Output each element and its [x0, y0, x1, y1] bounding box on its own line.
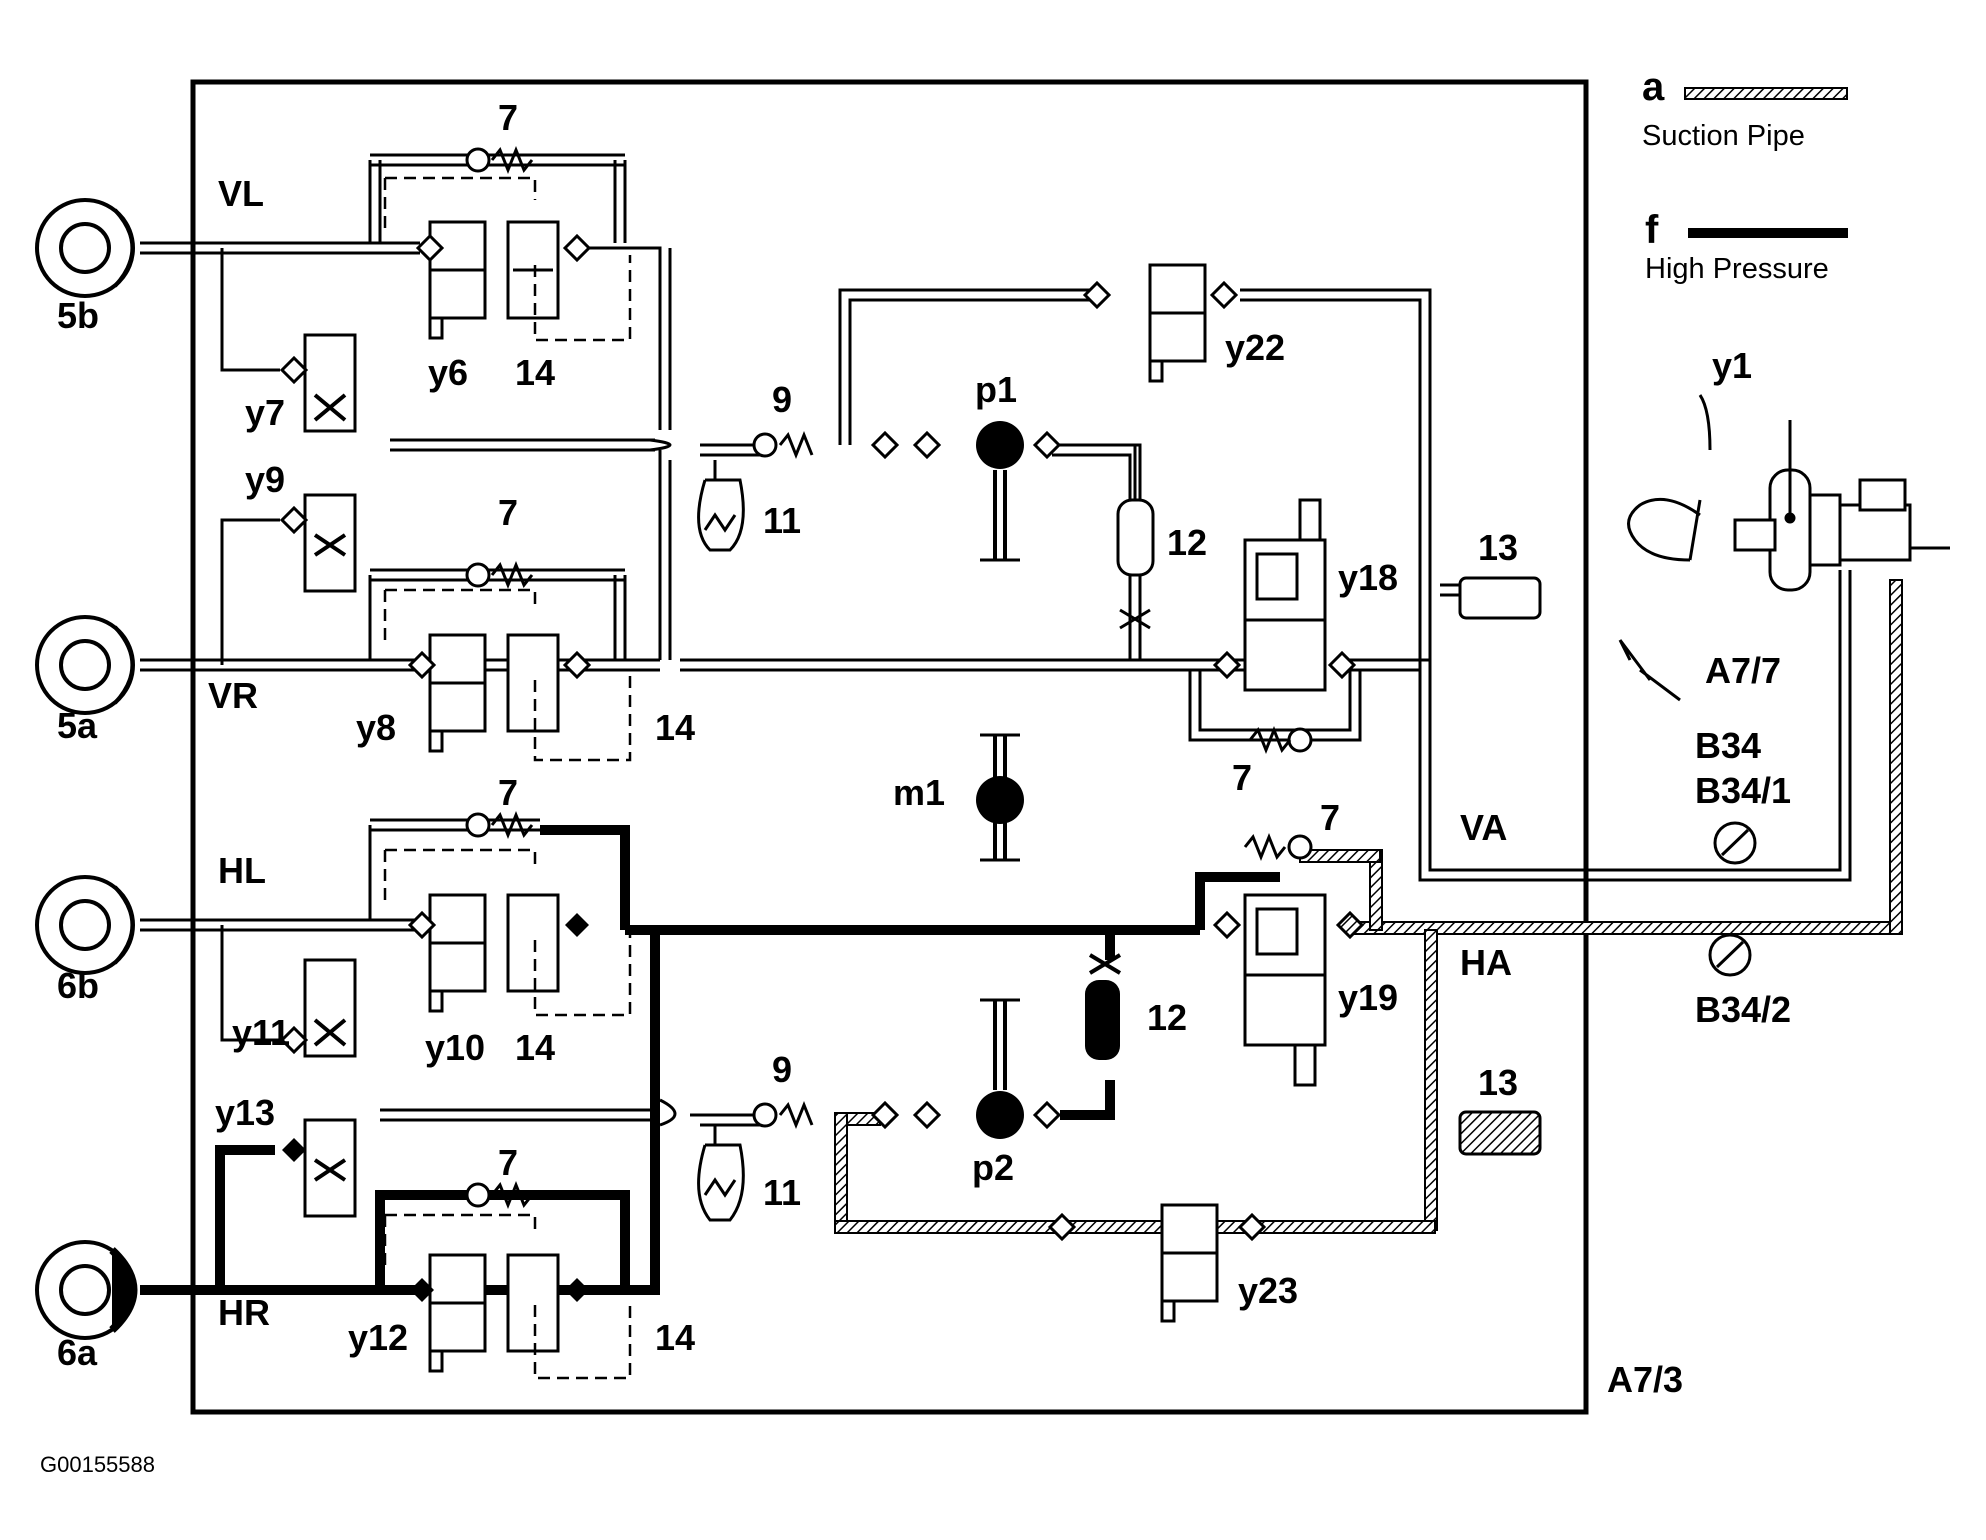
label-m1: m1 — [893, 772, 945, 813]
label-11-a: 11 — [763, 500, 801, 541]
check-valves — [465, 145, 1313, 1210]
label-14-d: 14 — [655, 1317, 695, 1358]
label-wheel-6b: 6b — [57, 965, 99, 1006]
valve-y18 — [1243, 498, 1327, 692]
label-7-c: 7 — [498, 772, 518, 813]
label-12-b: 12 — [1147, 997, 1187, 1038]
label-9-b: 9 — [772, 1049, 792, 1090]
valve-y23 — [1160, 1203, 1219, 1323]
label-b34-1: B34/1 — [1695, 770, 1791, 811]
gauge-b34-2 — [1708, 933, 1752, 977]
label-13-b: 13 — [1478, 1062, 1518, 1103]
legend-suction-label: Suction Pipe — [1642, 120, 1805, 152]
wheel-brake-5a — [35, 615, 135, 715]
reservoir-front — [1458, 576, 1542, 620]
label-7-e: 7 — [1232, 757, 1252, 798]
restrictor-rear — [1085, 953, 1122, 1060]
restrictor-front — [1116, 445, 1155, 630]
valve-y9 — [303, 493, 357, 593]
wheel-brake-6b — [35, 875, 135, 975]
motor-m1 — [976, 733, 1024, 862]
valve-y12-switch — [506, 1253, 560, 1353]
valve-y12 — [428, 1253, 487, 1373]
label-y18: y18 — [1338, 557, 1398, 598]
valve-y10 — [428, 893, 487, 1013]
label-7-b: 7 — [498, 492, 518, 533]
wheel-brake-5b — [35, 198, 135, 298]
label-vl: VL — [218, 173, 264, 214]
solid-diamond-fittings — [282, 910, 1365, 1302]
label-13-a: 13 — [1478, 527, 1518, 568]
label-hr: HR — [218, 1292, 270, 1333]
legend-a-key: a — [1642, 65, 1665, 109]
diamond-fittings — [279, 233, 1357, 1242]
label-hl: HL — [218, 850, 266, 891]
label-y8: y8 — [356, 707, 396, 748]
valve-y19 — [1243, 893, 1327, 1087]
label-y10: y10 — [425, 1027, 485, 1068]
valve-y11 — [303, 958, 357, 1058]
legend-f-key: f — [1645, 208, 1659, 252]
label-7-a: 7 — [498, 97, 518, 138]
label-p2: p2 — [972, 1147, 1014, 1188]
gauge-b34-1 — [1713, 821, 1757, 865]
accumulator-front — [697, 460, 745, 552]
label-14-c: 14 — [515, 1027, 555, 1068]
label-14-b: 14 — [655, 707, 695, 748]
valve-y8-switch — [506, 633, 560, 733]
valve-y6 — [428, 220, 487, 340]
valve-y10-switch — [506, 893, 560, 993]
label-y19: y19 — [1338, 977, 1398, 1018]
label-va: VA — [1460, 807, 1507, 848]
label-9-a: 9 — [772, 379, 792, 420]
reservoir-rear — [1458, 1110, 1542, 1156]
figure-code: G00155588 — [40, 1452, 155, 1477]
legend-pressure-label: High Pressure — [1645, 253, 1829, 285]
valve-y13 — [303, 1118, 357, 1218]
switch-boxes — [383, 176, 632, 1380]
label-11-b: 11 — [763, 1172, 801, 1213]
label-a7-3: A7/3 — [1607, 1359, 1683, 1400]
label-7-d: 7 — [498, 1142, 518, 1183]
legend: a Suction Pipe f High Pressure — [1642, 65, 1848, 285]
label-vr: VR — [208, 675, 258, 716]
label-14-a: 14 — [515, 352, 555, 393]
wheel-brake-6a — [35, 1240, 138, 1340]
label-b34-2: B34/2 — [1695, 989, 1791, 1030]
pump-p1 — [976, 421, 1024, 562]
valve-y7 — [303, 333, 357, 433]
label-y7: y7 — [245, 392, 285, 433]
valve-y22 — [1148, 263, 1207, 383]
brake-booster-icon — [1618, 394, 1950, 702]
legend-suction-swatch — [1684, 87, 1848, 100]
label-12-a: 12 — [1167, 522, 1207, 563]
label-y13: y13 — [215, 1092, 275, 1133]
label-wheel-5b: 5b — [57, 295, 99, 336]
label-p1: p1 — [975, 369, 1017, 410]
label-y6: y6 — [428, 352, 468, 393]
valve-y6-switch — [506, 220, 560, 320]
accumulator-rear — [697, 1125, 745, 1222]
label-7-f: 7 — [1320, 797, 1340, 838]
legend-pressure-swatch — [1688, 228, 1848, 238]
label-y12: y12 — [348, 1317, 408, 1358]
label-y22: y22 — [1225, 327, 1285, 368]
label-y1: y1 — [1712, 345, 1752, 386]
label-wheel-5a: 5a — [57, 705, 98, 746]
label-y9: y9 — [245, 459, 285, 500]
pump-p2 — [976, 998, 1024, 1139]
label-ha: HA — [1460, 942, 1512, 983]
label-y23: y23 — [1238, 1270, 1298, 1311]
label-y11: y11 — [232, 1012, 290, 1053]
suction-pipes — [834, 579, 1903, 1234]
valve-y8 — [428, 633, 487, 753]
label-b34: B34 — [1695, 725, 1761, 766]
label-wheel-6a: 6a — [57, 1332, 98, 1373]
label-a7-7: A7/7 — [1705, 650, 1781, 691]
rear-pipes — [140, 818, 760, 1127]
hydraulic-unit-housing — [190, 79, 1589, 1415]
